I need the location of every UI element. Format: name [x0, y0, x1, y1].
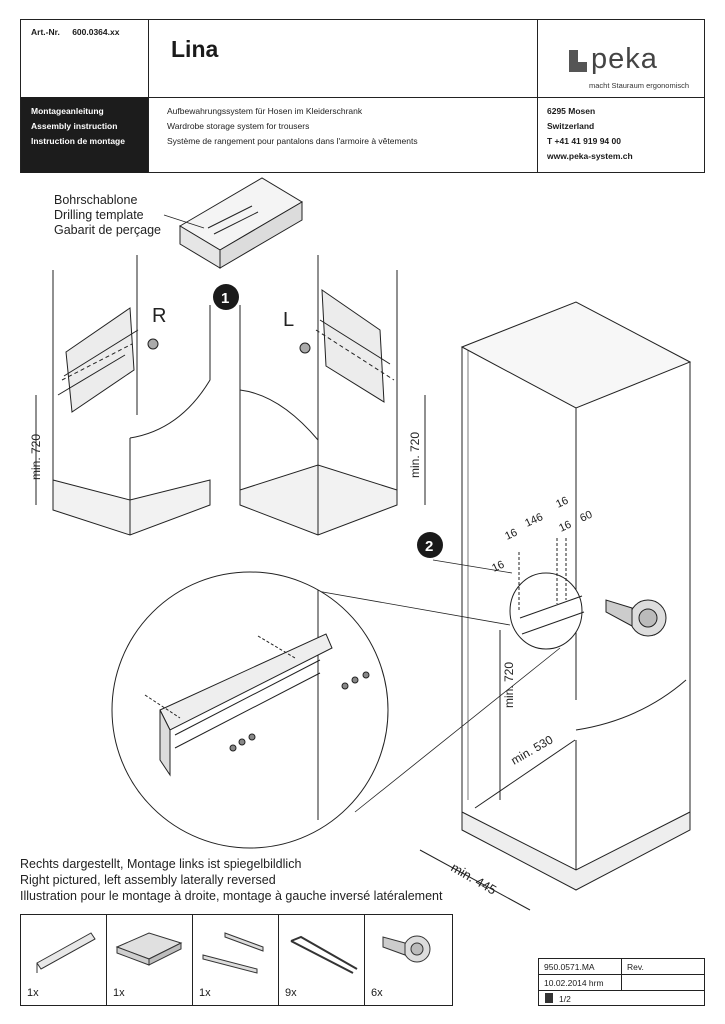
part-item: 1x	[107, 915, 193, 1005]
side-label-l: L	[283, 309, 294, 331]
description-de: Aufbewahrungssystem für Hosen im Kleider…	[167, 106, 363, 116]
dim-min-720-wardrobe: min. 720	[502, 662, 516, 708]
part-qty: 9x	[285, 987, 297, 999]
part-item: 6x	[365, 915, 451, 1005]
part-qty: 1x	[199, 987, 211, 999]
dim-min-720-right: min. 720	[408, 432, 422, 478]
article-number: Art.-Nr. 600.0364.xx	[31, 27, 129, 37]
dim-146: 146	[523, 511, 545, 530]
screw-drawing	[605, 599, 667, 637]
dim-16-b: 16	[554, 495, 570, 511]
doc-row: 1/2	[539, 991, 704, 1007]
template-label-en: Drilling template	[54, 208, 144, 222]
doc-number: 950.0571.MA	[544, 962, 595, 972]
document-info: 950.0571.MA Rev. 10.02.2014 hrm 1/2	[538, 958, 705, 1006]
doc-type-box: Montageanleitung Assembly instruction In…	[21, 97, 148, 173]
assembly-drawing: R 1 L min. 720 min. 720	[29, 177, 692, 911]
detail-zoom-circle	[111, 571, 389, 849]
dim-min-720-left: min. 720	[29, 434, 43, 480]
screw-icon	[382, 935, 431, 963]
article-value: 600.0364.xx	[72, 27, 120, 37]
hex-key-icon	[290, 935, 358, 974]
part-qty: 1x	[27, 987, 39, 999]
doc-divider	[621, 959, 622, 991]
caption-fr: Illustration pour le montage à droite, m…	[20, 889, 443, 903]
description-fr: Système de rangement pour pantalons dans…	[167, 136, 418, 146]
doc-row: 10.02.2014 hrm	[539, 975, 704, 991]
part-item: 1x	[21, 915, 107, 1005]
header-divider	[21, 97, 704, 98]
logo-tagline: macht Stauraum ergonomisch	[589, 81, 690, 90]
page-icon	[545, 993, 553, 1003]
cabinet-left-side-drawing	[239, 255, 426, 536]
dim-16-a: 16	[503, 527, 519, 543]
address-country: Switzerland	[547, 121, 595, 131]
step-1-number: 1	[221, 290, 229, 307]
wardrobe-drawing	[419, 301, 692, 911]
template-label-de: Bohrschablone	[54, 193, 138, 207]
address-phone: T +41 41 919 94 00	[547, 136, 621, 146]
step-1-marker	[213, 284, 239, 310]
caption-de: Rechts dargestellt, Montage links ist sp…	[20, 857, 302, 871]
logo-word: peka	[591, 43, 658, 75]
parts-list: 1x 1x 1x 9x 6x	[20, 914, 453, 1006]
slide-rail-pair-icon	[202, 932, 264, 974]
part-qty: 6x	[371, 987, 383, 999]
step-2-number: 2	[425, 538, 433, 555]
side-label-r: R	[152, 305, 166, 327]
cabinet-right-side-drawing	[35, 255, 211, 536]
assembly-illustration: Bohrschablone Drilling template Gabarit …	[0, 175, 725, 915]
header-box: Art.-Nr. 600.0364.xx Lina peka macht Sta…	[20, 19, 705, 173]
dim-min-445: min. 445	[449, 860, 500, 898]
product-title: Lina	[171, 36, 219, 62]
tray-icon	[115, 932, 183, 966]
header-divider	[537, 20, 538, 172]
caption-en: Right pictured, left assembly laterally …	[20, 873, 276, 887]
page-number: 1/2	[559, 994, 571, 1004]
description-en: Wardrobe storage system for trousers	[167, 121, 310, 131]
peka-logo-mark	[569, 50, 587, 72]
part-item: 9x	[279, 915, 365, 1005]
part-qty: 1x	[113, 987, 125, 999]
doc-type-de: Montageanleitung	[31, 106, 104, 116]
dim-min-530: min. 530	[509, 732, 556, 767]
dim-60: 60	[578, 509, 594, 525]
rail-icon	[36, 932, 96, 973]
header-divider	[148, 20, 149, 172]
dim-16-c: 16	[557, 519, 573, 535]
template-label-fr: Gabarit de perçage	[54, 223, 162, 237]
doc-type-en: Assembly instruction	[31, 121, 118, 131]
step-2-marker	[417, 532, 443, 558]
part-item: 1x	[193, 915, 279, 1005]
doc-date: 10.02.2014 hrm	[544, 978, 604, 988]
revision-label: Rev.	[627, 962, 644, 972]
brand-logo: peka macht Stauraum ergonomisch	[549, 40, 699, 100]
doc-type-fr: Instruction de montage	[31, 136, 125, 146]
address-city: 6295 Mosen	[547, 106, 596, 116]
address-website: www.peka-system.ch	[547, 151, 633, 161]
article-label: Art.-Nr.	[31, 27, 60, 37]
dim-16-d: 16	[490, 559, 506, 575]
drilling-template-drawing	[163, 177, 303, 269]
doc-row: 950.0571.MA Rev.	[539, 959, 704, 975]
